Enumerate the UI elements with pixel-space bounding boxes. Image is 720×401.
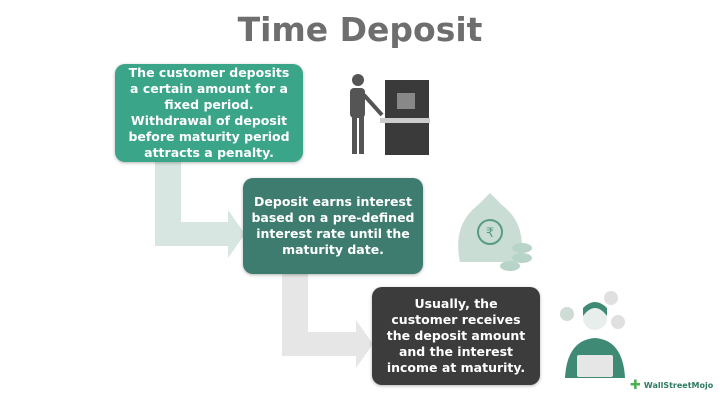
- step-3-text: Usually, the customer receives the depos…: [386, 296, 526, 375]
- step-1-box: The customer deposits a certain amount f…: [115, 64, 303, 162]
- page-title: Time Deposit: [237, 10, 483, 49]
- money-bag-rupee-icon: ₹: [458, 193, 532, 271]
- atm-user-icon: [350, 74, 430, 155]
- logo-cross-icon: ✚: [630, 378, 641, 393]
- man-laptop-icon: [560, 291, 625, 378]
- arrow-step1-to-step2: [155, 162, 245, 258]
- logo-text: WallStreetMojo: [643, 381, 714, 390]
- step-2-box: Deposit earns interest based on a pre-de…: [243, 178, 423, 274]
- arrow-step2-to-step3: [282, 274, 373, 368]
- step-3-box: Usually, the customer receives the depos…: [372, 287, 540, 385]
- svg-text:₹: ₹: [486, 226, 494, 241]
- step-2-text: Deposit earns interest based on a pre-de…: [251, 194, 415, 257]
- step-1-text: The customer deposits a certain amount f…: [128, 65, 290, 160]
- wallstreetmojo-logo: ✚ WallStreetMojo: [630, 378, 713, 393]
